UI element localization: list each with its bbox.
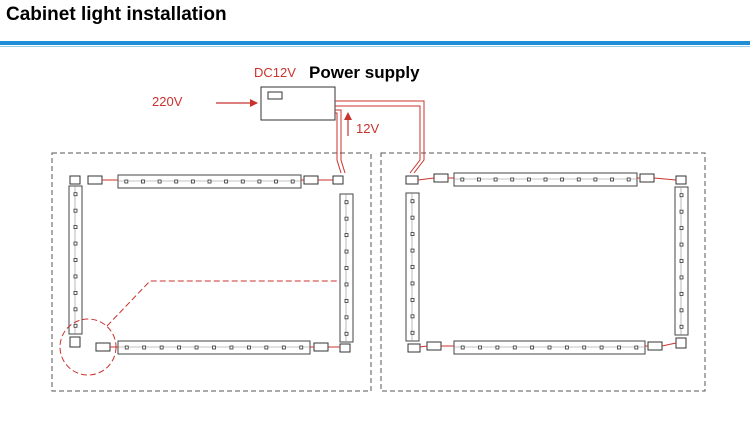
led-chip (477, 177, 481, 182)
led-chip (617, 345, 621, 350)
led-chip (141, 179, 145, 184)
led-chip (73, 323, 78, 328)
dc-voltage-label: DC12V (254, 65, 296, 80)
led-chip (290, 179, 295, 184)
led-chip (582, 345, 587, 350)
right-cabinet-outline (380, 152, 706, 392)
connector-wires (102, 177, 677, 348)
led-chip (530, 345, 535, 350)
input-arrow-head (250, 99, 258, 107)
power-supply-label: Power supply (309, 63, 420, 82)
header-rule (0, 41, 750, 45)
led-chip (510, 177, 515, 182)
led-chip (194, 345, 199, 350)
led-chip (73, 192, 78, 197)
led-chip (543, 177, 548, 182)
led-chip (274, 179, 278, 184)
led-chip (460, 177, 465, 182)
led-chip (344, 315, 349, 320)
led-chip (410, 265, 415, 269)
led-chip (73, 225, 78, 230)
led-chip (159, 345, 164, 350)
led-chip (190, 179, 195, 184)
led-chip (344, 216, 349, 221)
led-chip (593, 177, 598, 182)
led-chip (634, 345, 639, 350)
led-chip (410, 248, 415, 253)
led-chip (564, 345, 569, 350)
led-chip (157, 179, 162, 184)
led-chip (299, 345, 304, 350)
zoom-callout (59, 280, 340, 376)
led-chip (547, 345, 552, 350)
led-chip (177, 345, 181, 350)
led-chip (410, 314, 415, 319)
led-chip (73, 307, 78, 312)
led-chip (679, 259, 684, 263)
led-chip (493, 177, 498, 182)
led-chip (344, 298, 349, 303)
led-chip (212, 345, 216, 350)
power-supply-indicator (267, 91, 283, 100)
led-chip (124, 345, 129, 350)
led-chip (410, 199, 415, 204)
led-chip (344, 266, 349, 270)
header-rule-thin (0, 46, 750, 47)
led-chip (626, 177, 631, 182)
led-chip (599, 345, 604, 350)
led-chip (257, 179, 262, 184)
led-chip (344, 233, 349, 238)
led-chip (344, 282, 349, 287)
strip-connectors (69, 173, 687, 353)
led-chip (679, 308, 684, 313)
led-chip (410, 232, 415, 237)
led-chip (679, 291, 684, 296)
led-chip (679, 193, 684, 198)
led-chip (174, 179, 179, 184)
led-chip (610, 177, 614, 182)
led-chip (229, 345, 234, 350)
led-chip (264, 345, 269, 350)
led-chip (679, 324, 684, 329)
led-chip (73, 258, 78, 262)
page-title: Cabinet light installation (6, 4, 227, 25)
led-chip (410, 281, 415, 286)
led-chip (344, 249, 349, 254)
left-cabinet-outline (51, 152, 372, 392)
led-chip (526, 177, 531, 182)
led-chip (679, 242, 684, 247)
led-chip (495, 345, 500, 350)
led-chip (73, 241, 78, 246)
led-chip (410, 330, 415, 335)
led-chip (679, 209, 684, 214)
led-chip (679, 226, 684, 231)
led-chip (73, 290, 78, 295)
led-chip (512, 345, 517, 350)
led-chip (240, 179, 245, 184)
led-chip (224, 179, 229, 184)
led-chip (410, 215, 415, 220)
output-arrow-head (344, 112, 352, 120)
led-chip (410, 297, 415, 302)
led-chip (576, 177, 581, 182)
led-chip (460, 345, 465, 350)
output-wires (335, 100, 425, 174)
led-chip (124, 179, 129, 184)
led-chip (344, 200, 349, 205)
output-voltage-label: 12V (356, 121, 379, 136)
led-chip (281, 345, 286, 350)
led-chip (207, 179, 212, 184)
input-voltage-label: 220V (152, 94, 183, 109)
led-chip (344, 331, 349, 336)
led-chip (679, 275, 684, 280)
led-chip (247, 345, 251, 350)
led-chip (73, 274, 78, 279)
led-chip (560, 177, 565, 182)
led-chip (73, 208, 78, 213)
led-dots (73, 177, 684, 350)
led-chip (142, 345, 147, 350)
led-chip (478, 345, 482, 350)
